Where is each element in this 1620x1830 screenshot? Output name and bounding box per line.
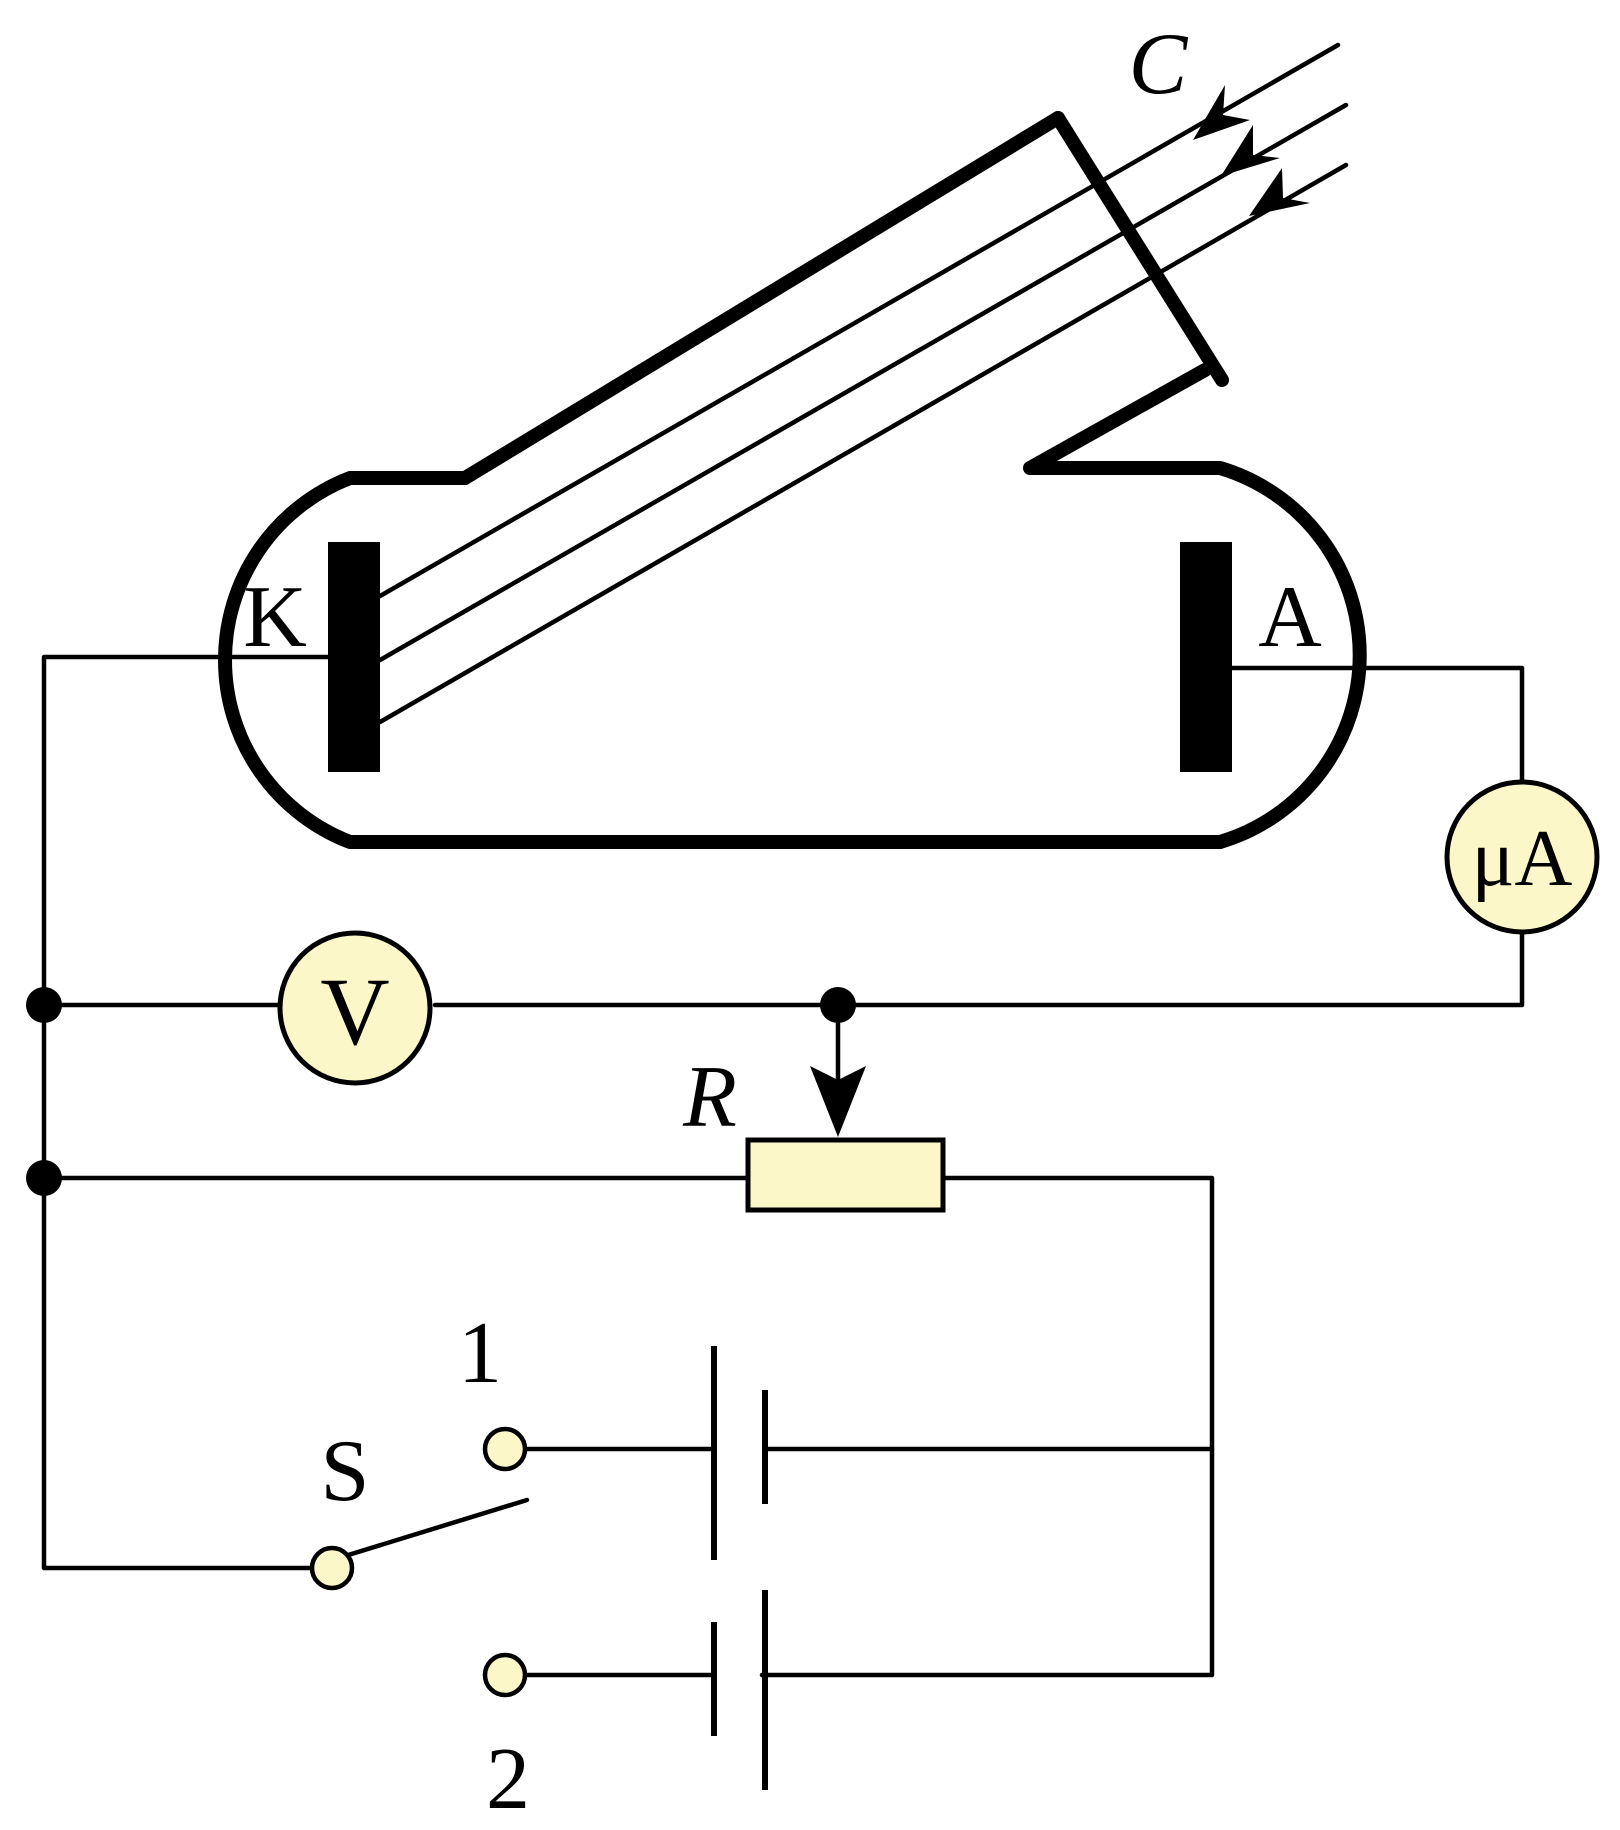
light-source-label: C [1129, 16, 1189, 113]
microammeter: μA [1444, 779, 1600, 935]
slider-arrow [810, 1066, 866, 1137]
switch-label: S [321, 1423, 370, 1520]
arrow-head-3 [1249, 168, 1310, 216]
rheostat-label: R [682, 1049, 737, 1146]
switch-pivot-terminal [309, 1545, 355, 1591]
arrow-head-1 [1193, 85, 1250, 140]
anode-label: A [1258, 569, 1322, 666]
light-ray-1 [377, 42, 1341, 599]
terminal-2-label: 2 [486, 1731, 530, 1828]
wire-ammeter-return [432, 929, 1525, 1008]
wire-cathode [41, 654, 331, 1571]
junction-node-left-lower [26, 1160, 62, 1196]
junction-node-slider [820, 987, 856, 1023]
light-ray-2 [377, 102, 1349, 663]
light-ray-3 [377, 162, 1349, 725]
battery-1 [711, 1346, 768, 1560]
junction-node-left-upper [26, 987, 62, 1023]
terminal-1 [482, 1426, 528, 1472]
tube-window-upper-wall [458, 111, 1065, 485]
battery-2 [711, 1590, 768, 1790]
tube-window [1051, 111, 1229, 387]
voltmeter: V [277, 930, 433, 1086]
wire-anode [1229, 665, 1525, 785]
microammeter-body [1444, 779, 1600, 935]
voltmeter-label: V [320, 958, 389, 1065]
wire-right-rail [759, 1175, 1215, 1678]
photoelectric-tube [218, 111, 1367, 849]
light-rays [377, 42, 1349, 725]
rheostat-body [745, 1137, 946, 1213]
microammeter-label: μA [1472, 815, 1573, 903]
anode-plate [1180, 542, 1232, 772]
voltmeter-body [277, 930, 433, 1086]
circuit-wires [41, 654, 1525, 1678]
terminal-1-label: 1 [458, 1305, 502, 1402]
tube-right-wall [1023, 363, 1367, 849]
switch-blade [329, 1497, 530, 1563]
cathode-label: K [243, 569, 307, 666]
terminal-2 [482, 1652, 528, 1698]
cathode-plate [328, 542, 380, 772]
arrow-head-2 [1221, 125, 1280, 176]
tube-left-wall [218, 471, 1227, 849]
